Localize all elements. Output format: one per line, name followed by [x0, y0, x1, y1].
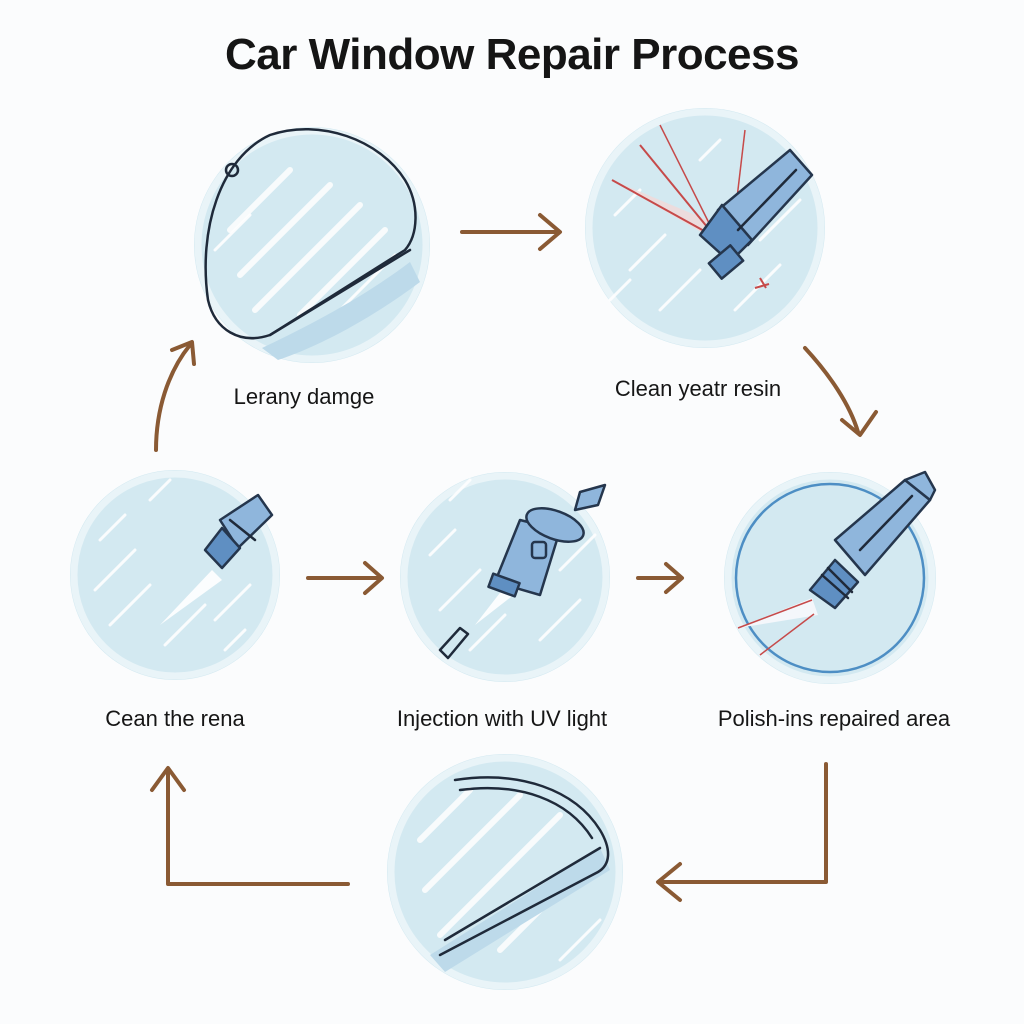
step-label-3: Cean the rena — [105, 706, 245, 731]
arrow-step3-to-step4 — [306, 561, 384, 595]
arrow-step2-to-step5 — [803, 346, 878, 437]
arrow-step6-to-step3 — [150, 766, 350, 886]
step-3-cleaning-tool-icon — [70, 470, 280, 680]
arrow-step5-to-step6 — [656, 762, 828, 902]
step-2-resin-injector-icon — [585, 108, 825, 348]
arrow-step1-to-step2 — [460, 213, 562, 251]
step-4-uv-injector-icon — [400, 472, 610, 682]
step-1-glass-panel-icon — [194, 127, 430, 363]
step-label-5: Polish-ins repaired area — [717, 706, 951, 731]
arrow-step4-to-step5 — [636, 562, 684, 594]
step-5-polish-tool-icon — [724, 470, 937, 684]
arrow-step3-to-step1 — [154, 340, 196, 452]
step-label-4: Injection with UV light — [396, 706, 608, 731]
page-title: Car Window Repair Process — [225, 30, 799, 79]
step-label-1: Lerany damge — [233, 384, 375, 409]
step-label-2: Clean yeatr resin — [614, 376, 782, 401]
step-6-glass-panel-icon — [387, 754, 623, 990]
